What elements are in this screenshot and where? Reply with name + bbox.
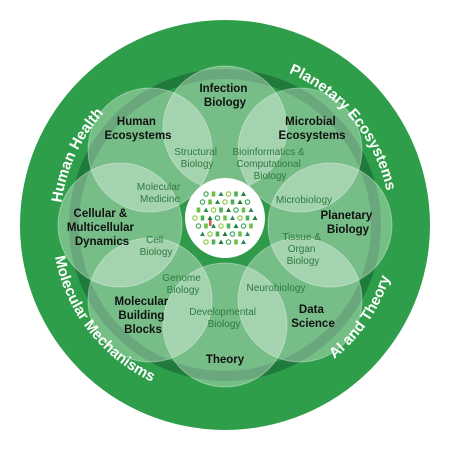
petal-edge-microbial <box>237 87 363 213</box>
center-glyph <box>207 231 213 237</box>
center-glyph <box>237 199 243 204</box>
center-glyph <box>245 231 250 236</box>
center-glyph <box>244 199 251 205</box>
center-glyph <box>241 239 246 244</box>
center-glyph <box>199 199 206 205</box>
petal-edge-human-eco <box>87 87 213 213</box>
center-glyph <box>219 207 223 213</box>
petal-edge-theory <box>162 262 288 388</box>
center-glyph <box>214 215 221 221</box>
petal-edge-data-science <box>237 237 363 363</box>
center-glyph <box>218 223 224 229</box>
petal-infection <box>163 66 287 190</box>
center-glyph <box>226 223 231 229</box>
center-glyph <box>249 223 253 229</box>
center-glyph-accent <box>209 220 212 226</box>
center-glyph <box>203 207 209 212</box>
center-glyph <box>208 199 212 205</box>
center-glyph <box>196 207 201 213</box>
center-glyph <box>211 223 216 228</box>
major-infection-biology: Infection Biology <box>199 83 250 109</box>
major-microbial-ecosystems: Microbial Ecosystems <box>278 116 345 142</box>
center-glyph <box>211 239 216 245</box>
minor-tissue-organ-biology: Tissue & Organ Biology <box>282 232 323 267</box>
petal-edge-planetary <box>267 162 393 288</box>
petal-group <box>57 65 393 388</box>
center-glyph <box>234 191 238 197</box>
minor-genome-biology: Genome Biology <box>162 273 203 296</box>
center-glyph <box>238 231 242 237</box>
center-glyph <box>200 215 205 221</box>
center-glyph <box>195 223 202 229</box>
center-glyph <box>241 207 246 213</box>
center-glyph <box>245 215 250 221</box>
center-glyph <box>234 239 238 245</box>
biology-icons-collage-icon <box>192 191 258 245</box>
center-glyph <box>210 207 217 213</box>
petal-planetary <box>268 163 392 287</box>
center-glyph <box>225 191 232 197</box>
center-glyph <box>248 207 254 212</box>
petal-microbial <box>238 88 362 212</box>
major-molecular-building-blocks: Molecular Building Blocks <box>115 296 172 336</box>
minor-bioinformatics: Bioinformatics & Computational Biology <box>232 147 307 182</box>
petal-data-science <box>238 238 362 362</box>
petal-cellular <box>58 163 182 287</box>
major-theory: Theory <box>206 354 245 366</box>
center-glyph <box>192 215 198 221</box>
petal-edge-cellular <box>57 162 183 288</box>
center-glyph <box>237 215 243 221</box>
center-glyph <box>218 239 224 244</box>
center-glyph <box>215 231 220 237</box>
petal-theory <box>163 263 287 387</box>
center-glyph <box>233 223 239 228</box>
major-data-science: Data Science <box>291 304 334 330</box>
major-cellular-dynamics: Cellular & Multicellular Dynamics <box>67 208 137 248</box>
minor-microbiology: Microbiology <box>276 195 332 206</box>
center-glyph <box>204 223 208 229</box>
center-glyph <box>218 191 224 196</box>
petal-human-eco <box>88 88 212 212</box>
center-glyph <box>203 191 209 197</box>
minor-developmental-biology: Developmental Biology <box>189 307 259 330</box>
major-human-ecosystems: Human Ecosystems <box>104 116 171 142</box>
minor-neurobiology: Neurobiology <box>247 283 306 294</box>
center-glyph <box>203 239 209 245</box>
center-glyph <box>241 191 246 196</box>
center-glyph <box>229 231 236 237</box>
center-glyph <box>222 199 228 205</box>
center-glyph <box>233 207 239 213</box>
minor-structural-biology: Structural Biology <box>174 147 220 170</box>
center-glyph <box>215 199 220 204</box>
center-glyph <box>211 191 216 197</box>
center-glyph <box>225 239 232 245</box>
major-planetary-biology: Planetary Biology <box>321 210 376 236</box>
center-glyph <box>252 215 258 220</box>
petal-molecular-blocks <box>88 238 212 362</box>
petal-edge-molecular-blocks <box>87 237 213 363</box>
center-glyph <box>230 199 235 205</box>
center-glyph <box>230 215 235 220</box>
minor-molecular-medicine: Molecular Medicine <box>137 182 183 205</box>
minor-cell-biology: Cell Biology <box>140 235 173 258</box>
center-glyph <box>226 207 231 212</box>
center-glyph <box>222 231 228 236</box>
center-glyph <box>223 215 227 221</box>
center-glyph <box>240 223 247 229</box>
center-glyph <box>207 215 213 220</box>
center-glyph <box>200 231 205 236</box>
